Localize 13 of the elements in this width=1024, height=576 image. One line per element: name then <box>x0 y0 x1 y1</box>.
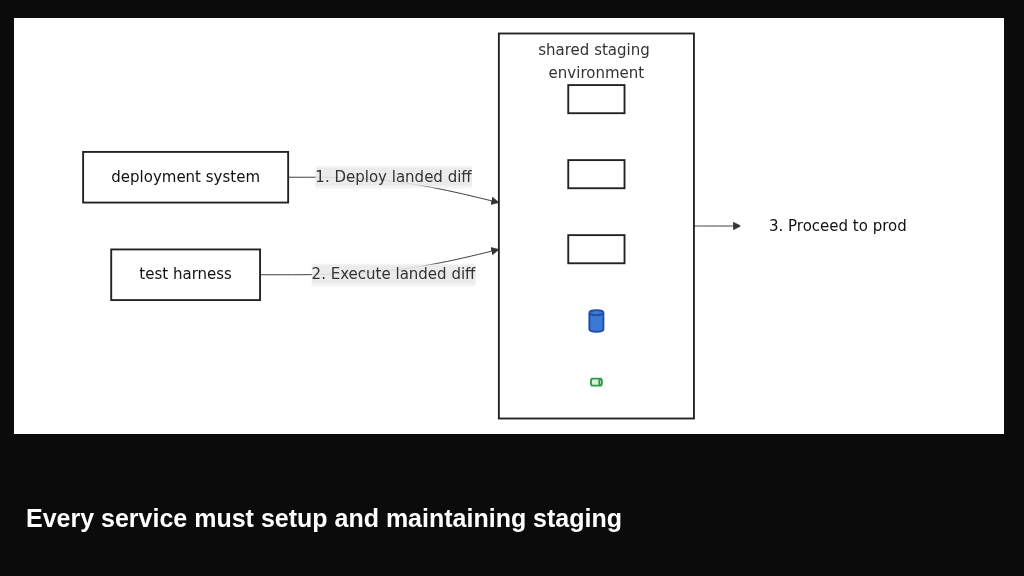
node-cylinder <box>588 309 605 333</box>
node-box <box>110 248 261 302</box>
node-text: 3. Proceed to prod <box>768 216 907 235</box>
node-box <box>82 150 290 204</box>
node-cylinder <box>589 377 603 387</box>
cluster <box>497 32 695 420</box>
node-box <box>567 234 626 265</box>
node-box <box>567 159 626 190</box>
caption: Every service must setup and maintaining staging <box>26 504 622 533</box>
edge-label: 1. Deploy landed diff <box>315 167 472 186</box>
edge-label: 2. Execute landed diff <box>311 265 476 284</box>
flowchart: 1. Deploy landed diff 2. Execute landed diff shared staging environment deployment system test harness 3. Proceed to prod <box>24 26 994 426</box>
node-box <box>567 84 626 115</box>
